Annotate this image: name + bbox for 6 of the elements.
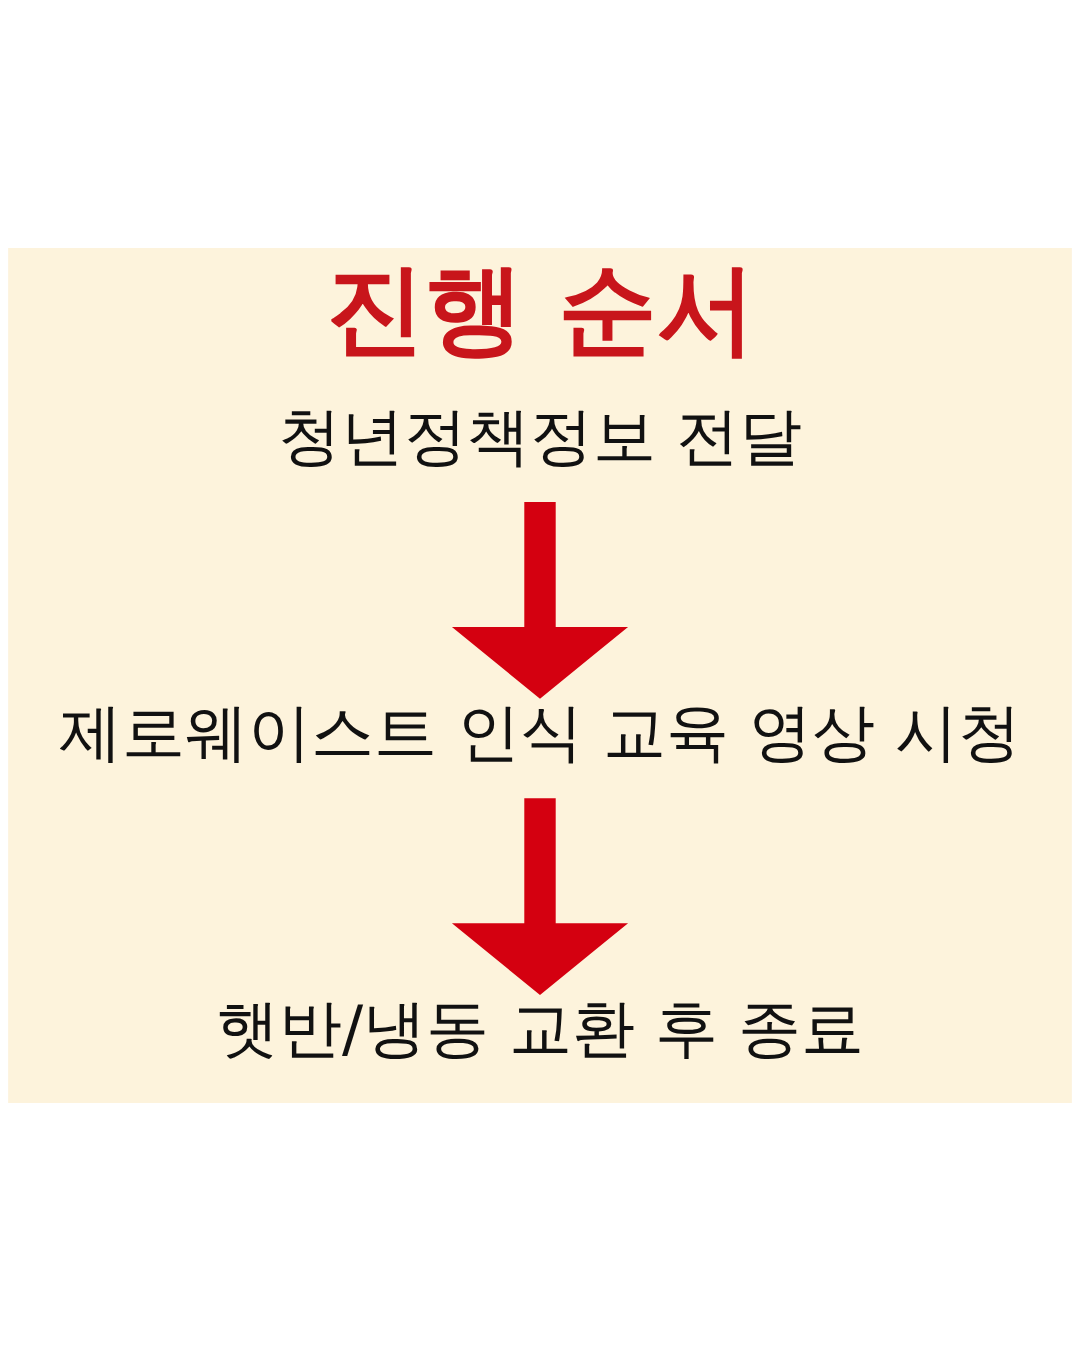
node-text: 제로웨이스트 인식 교육 영상 시청 <box>59 695 1021 769</box>
diagram-title: 진행 순서 <box>325 250 757 366</box>
arrow <box>451 501 629 699</box>
arrow <box>451 797 629 995</box>
node-text: 햇반/냉동 교환 후 종료 <box>215 991 865 1065</box>
node-text: 청년정책정보 전달 <box>278 399 802 473</box>
